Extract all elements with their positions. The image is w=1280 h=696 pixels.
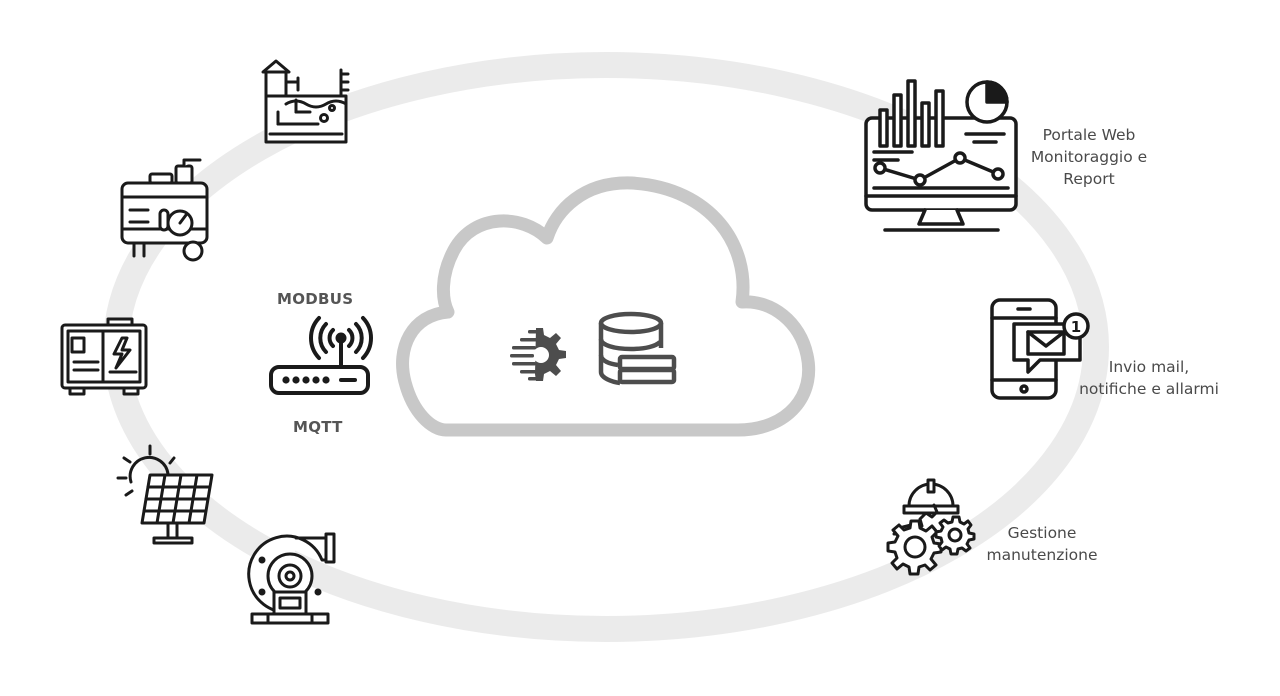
generator-icon (120, 158, 209, 262)
notifications-label: Invio mail, notifiche e allarmi (1076, 356, 1222, 400)
monitor-dashboard-icon (864, 79, 1018, 232)
portal-label-line1: Portale Web (1042, 126, 1136, 144)
notification-badge-count: 1 (1071, 318, 1081, 336)
protocol-label-mqtt: MQTT (293, 418, 343, 436)
maintenance-label-line2: manutenzione (986, 546, 1098, 564)
centrifugal-pump-icon (247, 532, 336, 625)
solar-panel-icon (116, 444, 214, 545)
smartphone-mail-notification-icon (990, 298, 1090, 400)
portal-label-line2: Monitoraggio e (1030, 148, 1148, 166)
cloud-shape (396, 176, 815, 437)
water-treatment-plant-icon (261, 59, 350, 144)
notifications-label-line2: notifiche e allarmi (1079, 380, 1219, 398)
portal-label-line3: Report (1063, 170, 1115, 188)
maintenance-label-line1: Gestione (1007, 524, 1077, 542)
protocol-label-modbus: MODBUS (277, 290, 354, 308)
notifications-label-line1: Invio mail, (1108, 358, 1190, 376)
router-icon (269, 316, 373, 395)
worker-helmet-gears-icon (886, 478, 976, 576)
processing-gear-icon (510, 328, 566, 381)
portal-label: Portale Web Monitoraggio e Report (1030, 124, 1148, 190)
maintenance-label: Gestione manutenzione (984, 522, 1100, 566)
database-icon (598, 311, 677, 386)
power-cabinet-icon (60, 317, 148, 396)
